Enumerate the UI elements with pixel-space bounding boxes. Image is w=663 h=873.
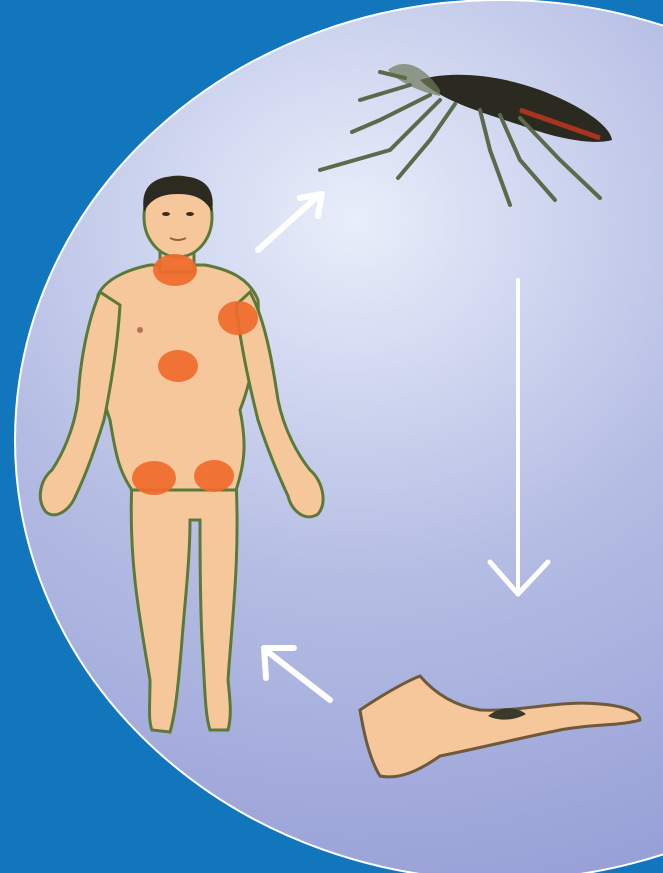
human-eye-left: [162, 212, 170, 216]
spot-groin-left: [132, 461, 176, 495]
spot-abdomen: [158, 350, 198, 382]
spot-groin-right: [194, 460, 234, 492]
human-eye-right: [186, 212, 194, 216]
human-nipple: [137, 327, 143, 333]
spot-armpit: [218, 301, 258, 335]
spot-neck: [153, 254, 197, 286]
